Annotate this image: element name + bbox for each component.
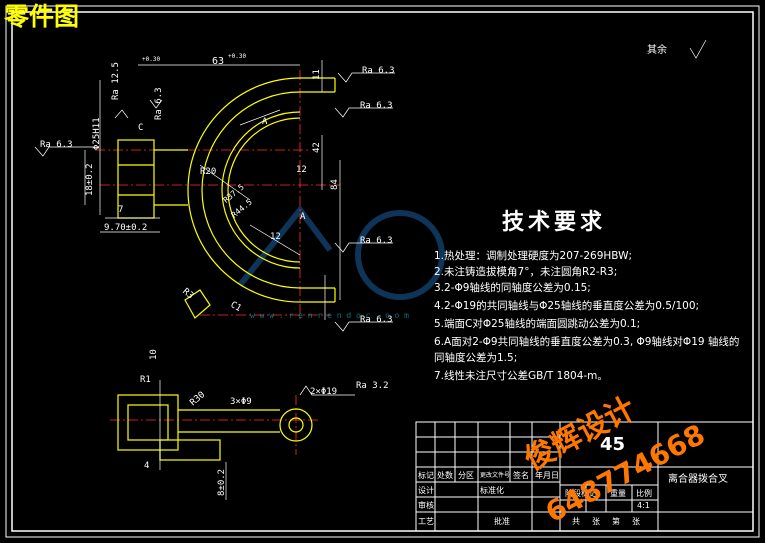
dim-12b: 12 [270, 232, 281, 242]
tb-sheet-total: 共 [572, 517, 580, 526]
tb-mark: 标记 [418, 471, 434, 480]
tb-zone: 分区 [458, 471, 474, 480]
requirement-5: 5.端面C对Φ25轴线的端面圆跳动公差为0.1; [434, 318, 641, 330]
tb-ratio: 比例 [636, 489, 652, 498]
dim-10: 10 [149, 349, 159, 360]
dim-phi25: Φ25H11 [92, 117, 102, 150]
ra-low1: Ra 6.3 [360, 315, 393, 325]
dim-18: 18±0.2 [85, 163, 95, 196]
dim-8: 8±0.2 [217, 468, 227, 496]
tb-design: 设计 [418, 486, 434, 495]
tech-requirements-title: 技术要求 [502, 209, 607, 235]
tb-count: 处数 [437, 471, 453, 480]
tb-weight: 重量 [610, 489, 626, 498]
dim-4: 4 [144, 461, 150, 471]
dim-970: 9.70±0.2 [104, 223, 148, 233]
ra-mid: Ra 6.3 [360, 236, 393, 246]
requirement-1: 1.热处理：调制处理硬度为207-269HBW; [434, 250, 633, 262]
dim-7: 7 [118, 205, 124, 215]
requirement-6: 6.A面对2-Φ9共同轴线的垂直度公差为0.3, Φ9轴线对Φ19 轴线的 [434, 336, 740, 348]
tb-process: 工艺 [418, 517, 434, 526]
tb-stage: 阶段标记 [565, 489, 597, 498]
label-a2: A [300, 212, 306, 222]
requirement-6b: 同轴度公差为1.5; [434, 352, 518, 364]
dim-63-tol: +0.30 [228, 53, 247, 60]
label-c: C [138, 123, 144, 133]
dim-12: 12 [296, 165, 307, 175]
tb-sheet-no: 第 [612, 517, 620, 526]
dim-42: 42 [312, 142, 322, 153]
ra-left: Ra 6.3 [40, 140, 73, 150]
dim-r1: R1 [140, 375, 151, 385]
scale-value: 4:1 [637, 501, 650, 510]
dim-63-tol2: +0.30 [142, 56, 161, 63]
tb-sheet-unit: 张 [592, 517, 600, 526]
ra-top2: Ra 6.3 [360, 101, 393, 111]
rest-roughness-label: 其余 [647, 45, 667, 56]
requirement-3: 3.2-Φ9轴线的同轴度公差为0.15; [434, 282, 591, 294]
dim-63: 63 [212, 56, 225, 67]
watermark-site: w w w . r e n r e n d o c . c o m [250, 311, 409, 320]
tb-sign: 签名 [513, 471, 529, 480]
dim-3x9: 3×Φ9 [230, 397, 252, 407]
tb-approve: 批准 [494, 517, 510, 526]
ra-left3: Ra 6.3 [154, 87, 164, 120]
tb-sheet-unit2: 张 [632, 517, 640, 526]
tb-date: 年月日 [535, 471, 559, 480]
ra-left2: Ra 12.5 [111, 62, 121, 100]
requirement-7: 7.线性未注尺寸公差GB/T 1804-m。 [434, 370, 608, 382]
tb-review: 审核 [418, 501, 434, 510]
drawing-title: 零件图 [4, 2, 80, 31]
tb-standard: 标准化 [480, 486, 504, 495]
part-name: 离合器拨合叉 [668, 474, 728, 485]
dim-84: 84 [330, 179, 340, 190]
dim-11: 11 [312, 69, 322, 80]
requirement-2: 2.未注铸造拔模角7°，未注圆角R2-R3; [434, 266, 618, 278]
requirement-4: 4.2-Φ19的共同轴线与Φ25轴线的垂直度公差为0.5/100; [434, 300, 700, 312]
dim-2x19: 2×Φ19 [310, 387, 338, 397]
tb-change-doc: 更改文件号 [480, 472, 511, 479]
label-a1: A [262, 117, 268, 127]
dim-r20: R20 [200, 167, 217, 177]
ra-bottom: Ra 3.2 [356, 381, 389, 391]
title-block-number: 45 [600, 434, 626, 455]
ra-top1: Ra 6.3 [362, 66, 395, 76]
